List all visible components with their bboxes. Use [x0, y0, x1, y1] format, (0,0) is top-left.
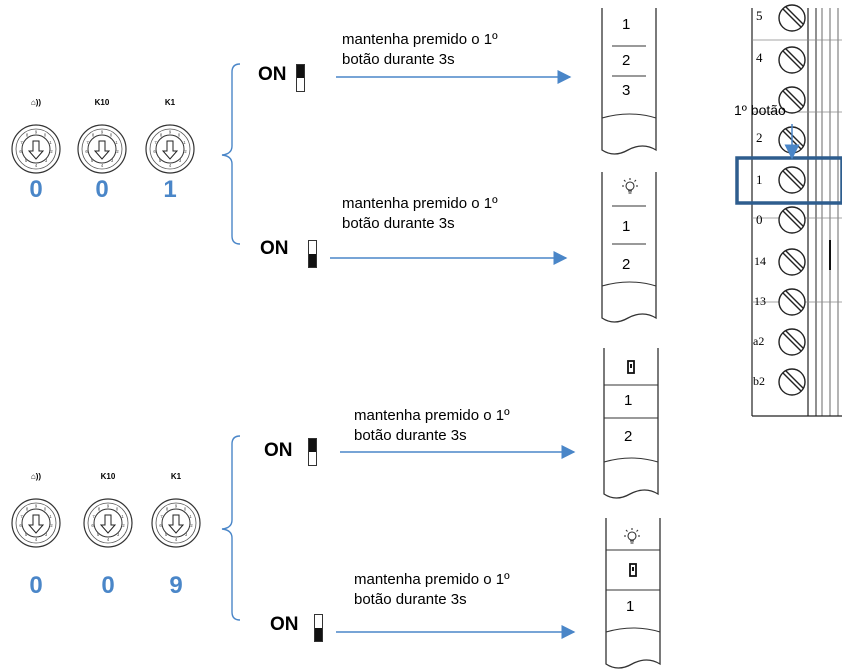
dial-label-wrap: K10	[83, 470, 133, 484]
strip-label: 1	[622, 16, 631, 33]
strip-label: 2	[622, 256, 631, 273]
on-label: ON	[260, 238, 289, 259]
on-label: ON	[270, 614, 299, 635]
dip-switch[interactable]	[314, 614, 323, 642]
dial-label-wrap: K1	[151, 470, 201, 484]
name-strip-4	[605, 518, 661, 669]
strip-label: 2	[624, 428, 633, 445]
terminal-label: b2	[753, 374, 765, 388]
dial-label-wrap: ⌂))	[11, 470, 61, 484]
dial-label-wrap: K10	[77, 96, 127, 110]
bell-icon: ⌂))	[30, 98, 42, 107]
digit-k1: 1	[163, 176, 177, 203]
rotary-dial-k1[interactable]	[151, 498, 201, 548]
strip-label: 1	[626, 598, 635, 615]
rotary-dial-bell[interactable]	[11, 124, 61, 174]
light-icon	[622, 178, 638, 194]
rotary-dial-k10[interactable]	[77, 124, 127, 174]
digit-bell: 0	[29, 176, 43, 203]
digit-k10: 0	[95, 176, 109, 203]
instruction-text: mantenha premido o 1º botão durante 3s	[342, 195, 498, 232]
dip-switch[interactable]	[308, 438, 317, 466]
dial-label-wrap: K1	[145, 96, 195, 110]
strip-label: 3	[622, 82, 631, 99]
strip-label: 2	[622, 52, 631, 69]
terminal-label: 14	[754, 254, 766, 268]
digit-bell: 0	[29, 572, 43, 599]
dial-label-k1: K1	[170, 472, 182, 481]
strip-label: 1	[622, 218, 631, 235]
name-strip-2	[601, 172, 657, 323]
name-strip-3	[603, 348, 659, 499]
terminal-label: 4	[756, 50, 763, 65]
instruction-text: mantenha premido o 1º botão durante 3s	[354, 407, 510, 444]
dial-label-k10: K10	[100, 472, 116, 481]
terminal-label: 2	[756, 130, 763, 145]
strip-label: 1	[624, 392, 633, 409]
terminal-block	[751, 4, 842, 417]
dial-label-k10: K10	[94, 98, 110, 107]
dip-switch[interactable]	[296, 64, 305, 92]
dip-switch[interactable]	[308, 240, 317, 268]
terminal-label: a2	[753, 334, 765, 348]
digit-k1: 9	[169, 572, 183, 599]
on-label: ON	[258, 64, 287, 85]
terminal-label: 0	[756, 212, 763, 227]
dial-label-k1: K1	[164, 98, 176, 107]
terminal-pointer-label: 1º botão	[734, 102, 786, 118]
bell-icon: ⌂))	[30, 472, 42, 481]
rotary-dial-k1[interactable]	[145, 124, 195, 174]
light-icon	[624, 528, 640, 544]
on-label: ON	[264, 440, 293, 461]
instruction-text: mantenha premido o 1º botão durante 3s	[354, 571, 510, 608]
terminal-label: 13	[754, 294, 766, 308]
instruction-text: mantenha premido o 1º botão durante 3s	[342, 31, 498, 68]
name-strip-1	[601, 8, 657, 155]
rotary-dial-bell[interactable]	[11, 498, 61, 548]
digit-k10: 0	[101, 572, 115, 599]
rotary-dial-k10[interactable]	[83, 498, 133, 548]
bracket-group-2	[221, 435, 241, 621]
dial-label-wrap: ⌂))	[11, 96, 61, 110]
terminal-label: 1	[756, 172, 763, 187]
door-icon	[629, 563, 637, 577]
bracket-group-1	[221, 63, 241, 245]
terminal-label: 5	[756, 8, 763, 23]
door-icon	[627, 360, 635, 374]
